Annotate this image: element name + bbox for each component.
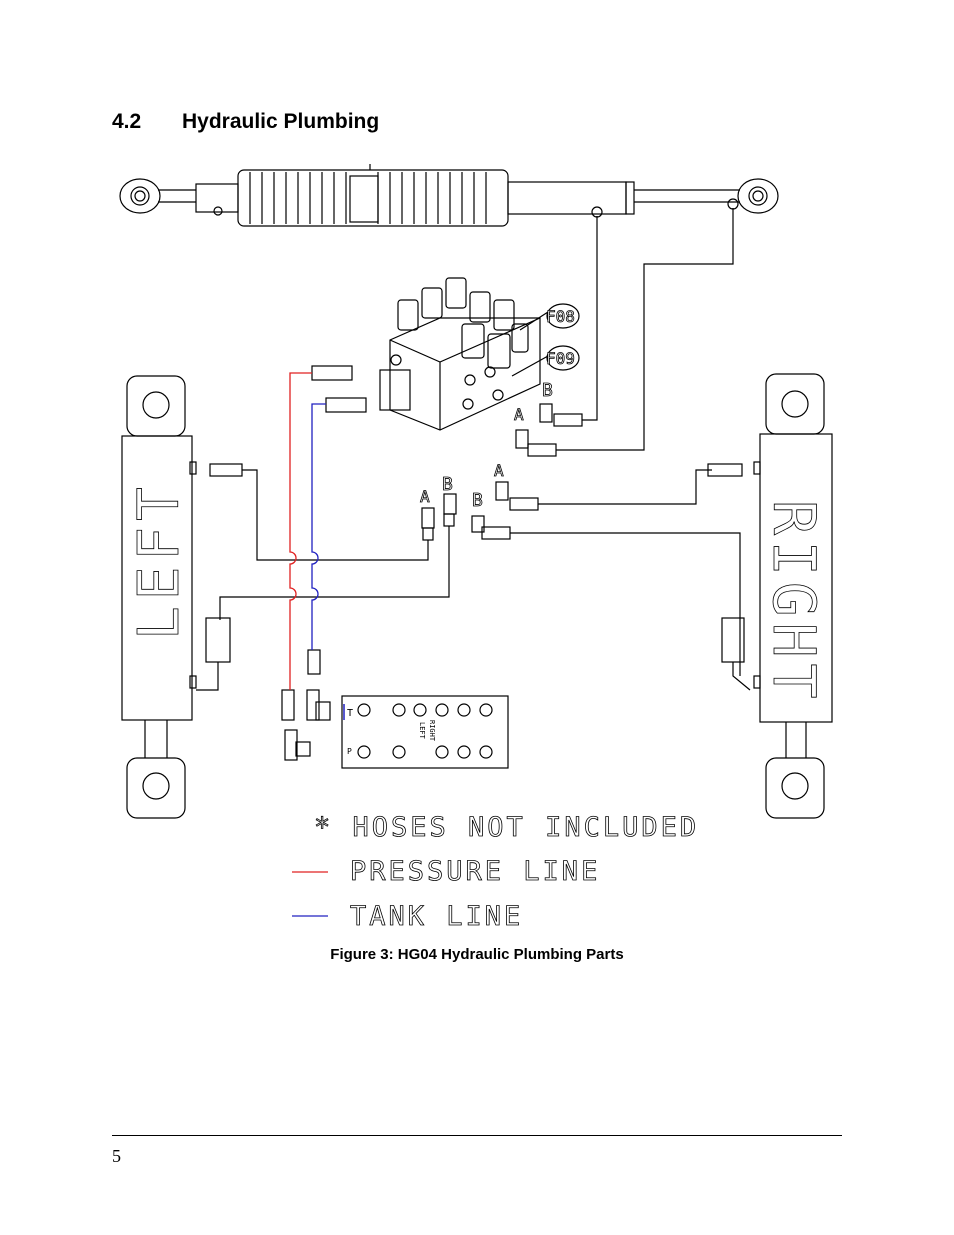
port-label: B (472, 490, 483, 511)
manifold-p-label: P (347, 747, 352, 756)
figure-caption: Figure 3: HG04 Hydraulic Plumbing Parts (330, 946, 624, 963)
left-cylinder (121, 375, 197, 819)
right-cylinder (753, 373, 833, 819)
footer-rule (112, 1135, 842, 1136)
port-label: A (494, 461, 504, 480)
tank-line (311, 403, 326, 650)
manifold-left-label: LEFT (418, 722, 426, 740)
right-cylinder-label: RIGHT (760, 500, 828, 705)
pressure-line (289, 372, 312, 690)
port-label: A (420, 487, 430, 506)
legend-note: * HOSES NOT INCLUDED (314, 812, 699, 843)
valve-block (379, 277, 580, 431)
legend-pressure: PRESSURE LINE (350, 856, 600, 887)
page-number: 5 (112, 1146, 121, 1166)
manifold-right-label: RIGHT (428, 720, 436, 742)
port-label: B (542, 380, 553, 401)
valve-label-f09: F09 (546, 349, 575, 368)
section-heading: 4.2 Hydraulic Plumbing (112, 110, 379, 134)
port-label: A (514, 405, 524, 424)
port-label: B (442, 474, 453, 495)
steering-cylinder (119, 164, 779, 227)
left-cylinder-label: LEFT (127, 481, 192, 640)
section-title: Hydraulic Plumbing (182, 110, 380, 133)
valve-label-f08: F08 (546, 307, 575, 326)
manifold-t-label: T (347, 708, 353, 719)
section-number: 4.2 (112, 110, 142, 133)
legend-tank: TANK LINE (350, 901, 523, 932)
hose-lines (196, 208, 751, 769)
